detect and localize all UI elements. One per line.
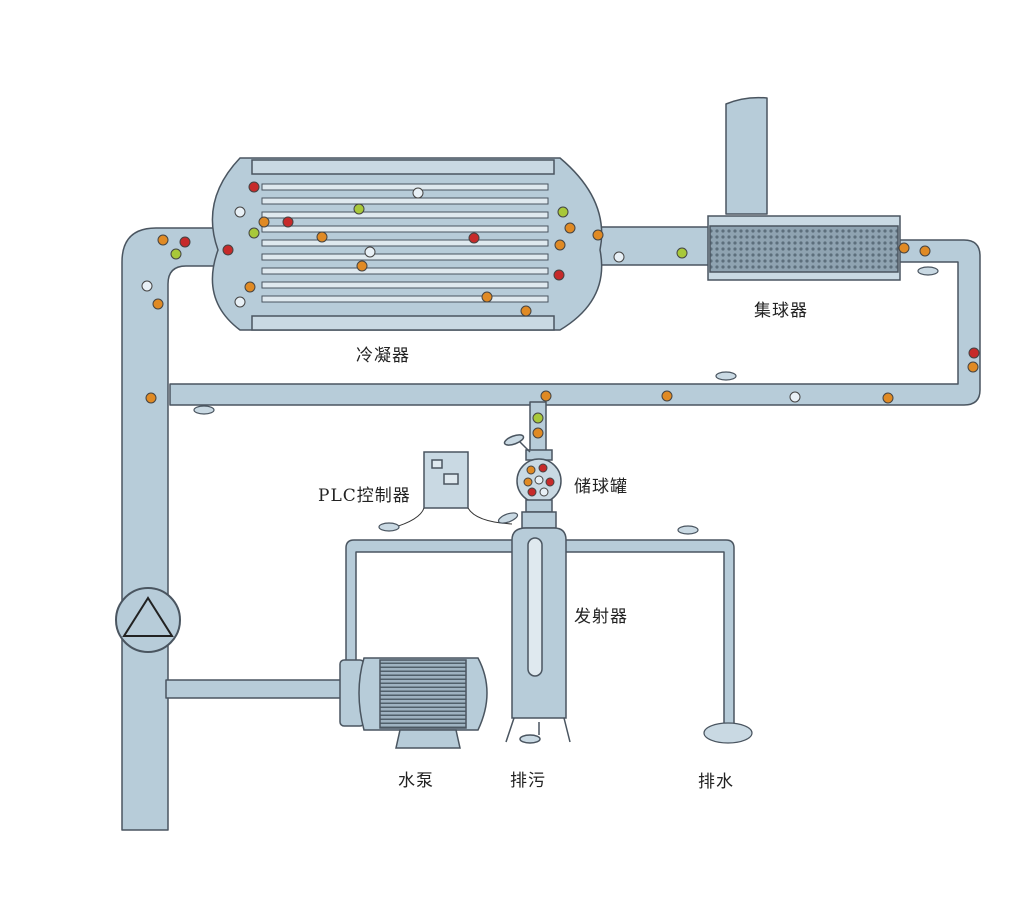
main-supply-pipe xyxy=(121,227,227,831)
cleaning-balls xyxy=(141,181,980,497)
collector-chimney xyxy=(725,96,768,215)
water-pump-label: 水泵 xyxy=(398,771,434,791)
launcher xyxy=(505,527,571,744)
sewage-label: 排污 xyxy=(510,771,546,791)
pump-triangle-icon xyxy=(115,587,181,653)
ball-collector-label: 集球器 xyxy=(754,301,808,321)
plc-box-icon xyxy=(391,451,513,529)
ball-collector xyxy=(707,215,901,281)
valve-icon xyxy=(193,266,939,744)
drainage-label: 排水 xyxy=(698,772,734,792)
condenser-label: 冷凝器 xyxy=(356,346,410,366)
pump-inlet-pipe xyxy=(165,679,347,699)
water-pump xyxy=(339,657,488,749)
plc-controller-label: PLC控制器 xyxy=(318,486,411,506)
launcher-label: 发射器 xyxy=(574,607,628,627)
condenser xyxy=(211,157,603,331)
ball-tank-label: 储球罐 xyxy=(574,477,628,497)
